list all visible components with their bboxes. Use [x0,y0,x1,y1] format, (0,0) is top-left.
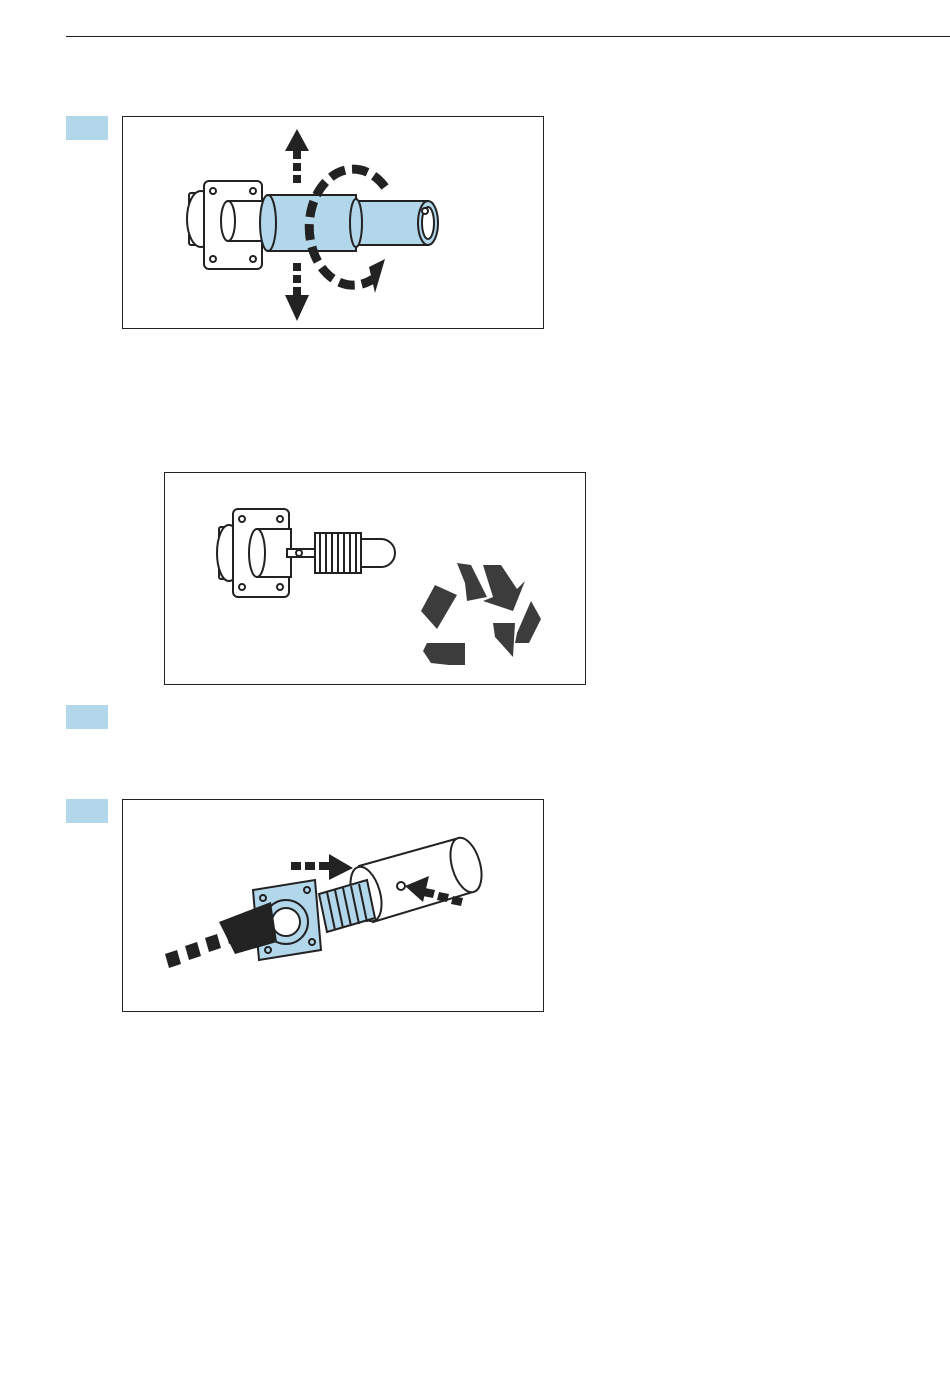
flange-socket-icon [217,509,317,597]
cover-sleeve-icon [260,195,438,251]
sensor-element-icon [319,880,375,932]
recycle-icon [421,563,541,665]
figure-dispose-sensor-element [164,472,586,685]
flange-socket-icon [187,181,268,269]
header-rule [66,36,950,37]
figure-remove-connector-cover [122,116,544,329]
step-marker [66,799,108,823]
step-marker [66,705,108,729]
step-marker [66,116,108,140]
figure-insert-sensor-element [122,799,544,1012]
sensor-element-icon [315,533,395,573]
